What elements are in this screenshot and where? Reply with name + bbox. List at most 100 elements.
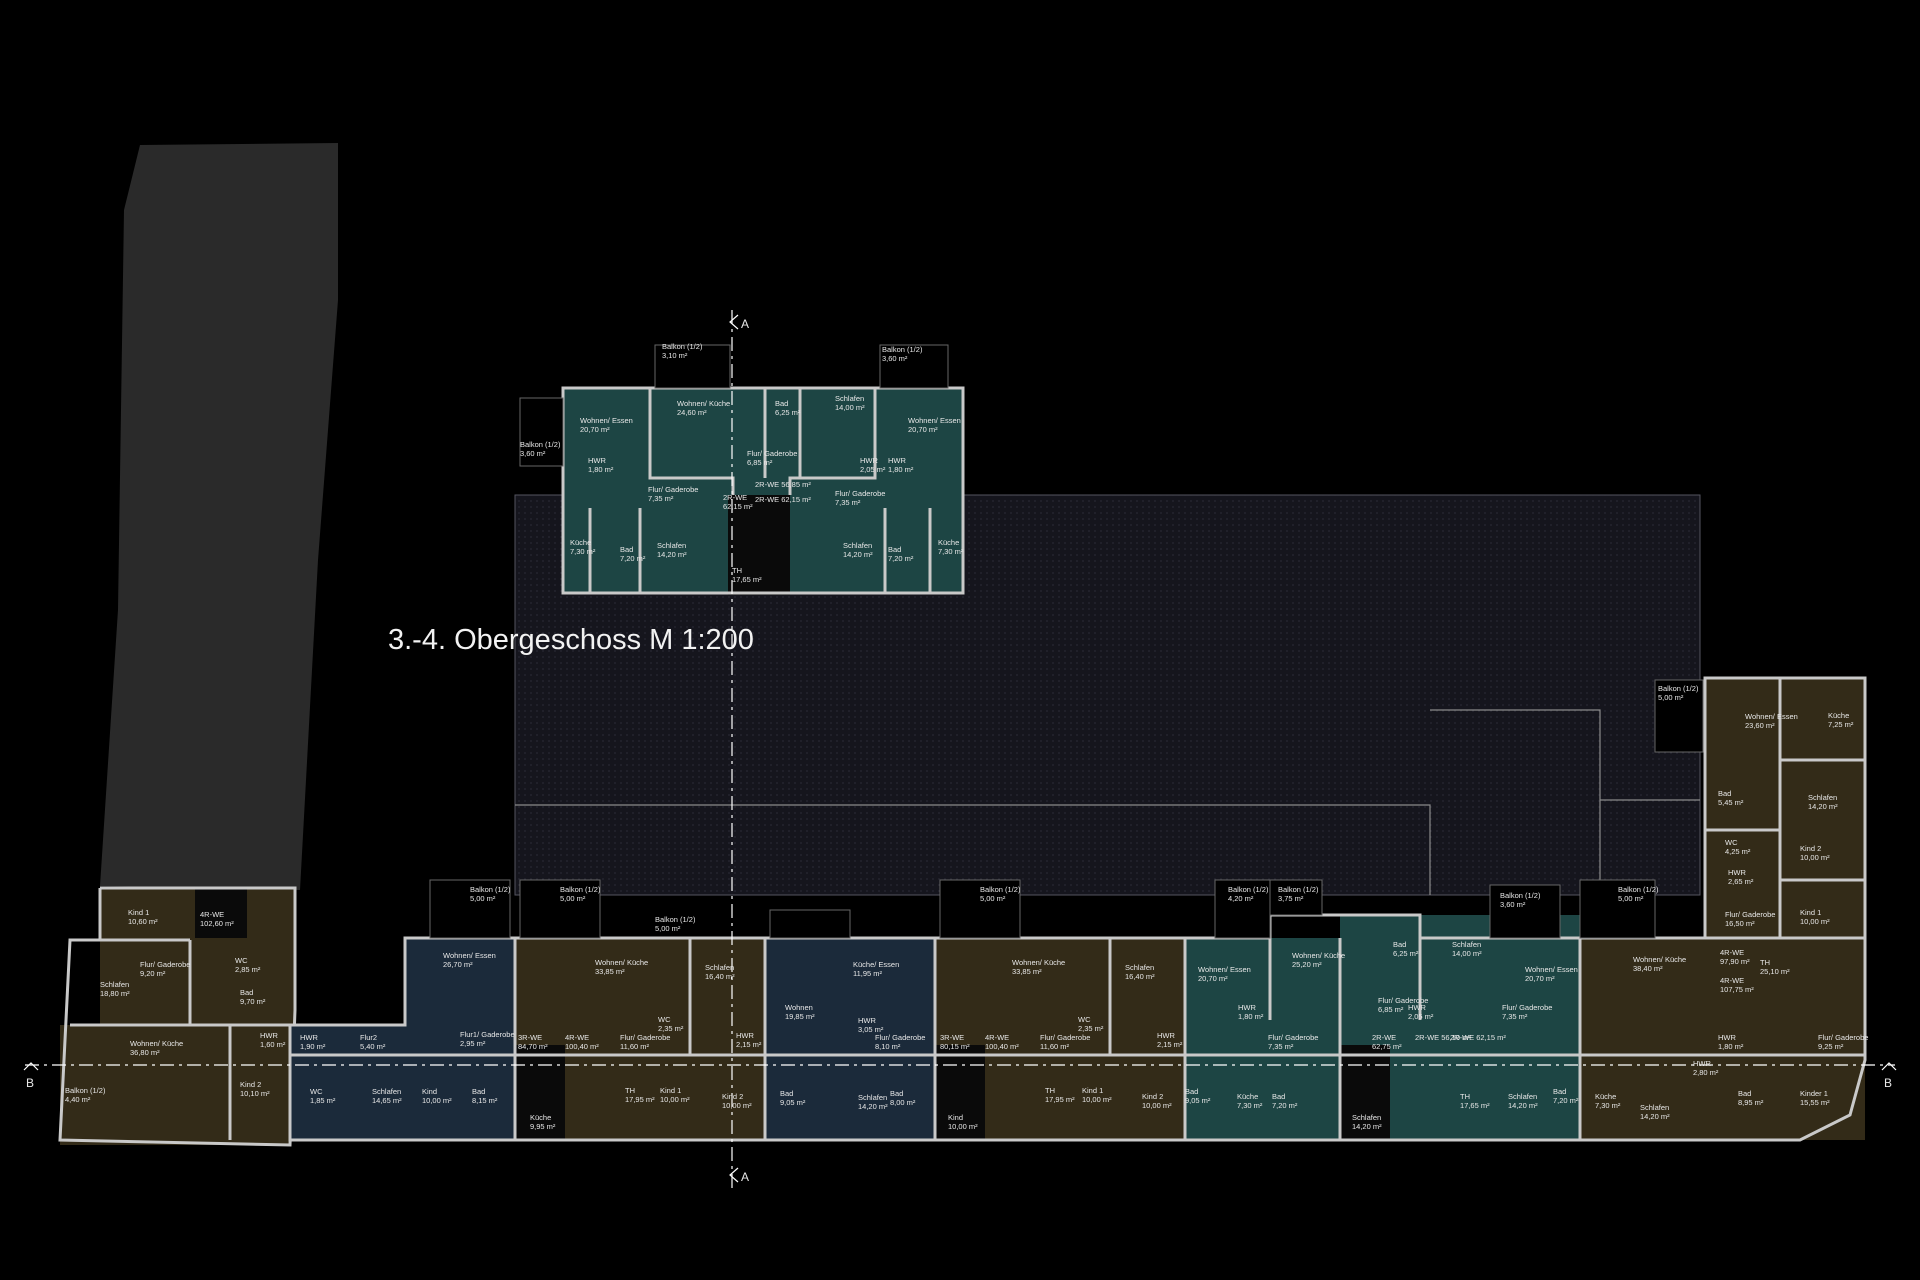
room-label: Balkon (1/2)5,00 m² [470, 885, 511, 903]
balcony [769, 909, 851, 939]
room-label: Balkon (1/2)5,00 m² [980, 885, 1021, 903]
stair-core [935, 1045, 985, 1140]
staircase-upper [728, 495, 790, 595]
unit-3r-we-84-70 [290, 1025, 515, 1140]
room-label: 2R-WE 62,15 m² [1450, 1033, 1506, 1042]
roof-edge [1430, 709, 1601, 895]
svg-text:B: B [26, 1076, 34, 1090]
room-label: Balkon (1/2)5,00 m² [655, 915, 696, 933]
stair-core [1340, 1045, 1390, 1140]
room-label: Balkon (1/2)4,20 m² [1228, 885, 1269, 903]
upper-block-wall [788, 388, 877, 495]
upper-block-wall [648, 388, 735, 495]
stair-core [515, 1045, 565, 1140]
left-unit-outline [58, 886, 297, 1147]
neighbor-building [100, 143, 338, 890]
unit-4r-we-left-bottom [60, 1025, 290, 1145]
balcony [654, 344, 731, 389]
balcony [519, 397, 564, 467]
room-label: Balkon (1/2)3,60 m² [520, 440, 561, 458]
unit-4r-we-97-90 [1580, 938, 1865, 1140]
unit-2r-we-62-75 [1185, 938, 1340, 1140]
section-marker-a-bottom: A [729, 1167, 749, 1184]
balcony [429, 879, 511, 939]
staircase-left [195, 888, 247, 938]
section-marker-b-left: B [23, 1062, 39, 1090]
svg-text:A: A [741, 317, 749, 331]
balcony [1489, 884, 1561, 939]
